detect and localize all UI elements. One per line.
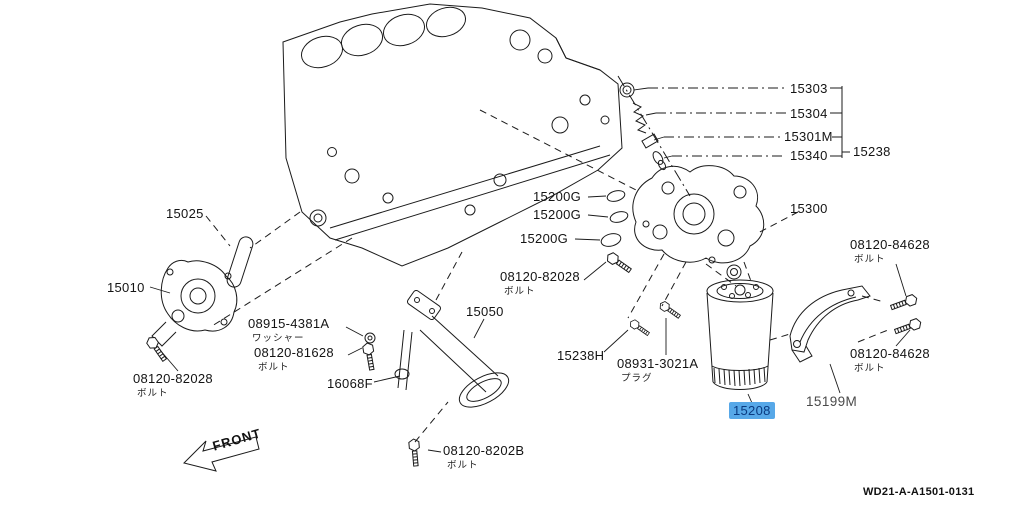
drawing-number-text: WD21-A-A1501-0131	[863, 486, 975, 498]
relief-valve-stack-drawing	[617, 75, 691, 197]
selected-part-highlight: 15208	[729, 402, 775, 419]
part-number: 15238H	[557, 348, 605, 363]
part-label-08120-82028-left[interactable]: 08120-82028 ボルト	[133, 371, 213, 399]
part-number: 15200G	[533, 189, 582, 204]
part-caption-washer: ワッシャー	[252, 332, 305, 344]
part-label-15238[interactable]: 15238	[853, 144, 891, 161]
part-number: 15200G	[533, 207, 582, 222]
part-label-15208-selected[interactable]: 15208	[729, 402, 775, 420]
bolt-icon	[889, 293, 919, 313]
part-number: 15200G	[520, 231, 569, 246]
part-number: 15304	[790, 106, 828, 121]
engine-block-drawing	[282, 3, 623, 267]
part-label-15304[interactable]: 15304	[790, 106, 828, 123]
part-caption-bolt: ボルト	[854, 362, 886, 374]
oil-strainer-drawing	[394, 289, 510, 408]
part-label-15050[interactable]: 15050	[466, 304, 504, 321]
drawing-number: WD21-A-A1501-0131	[863, 486, 975, 499]
part-number: 15301M	[784, 129, 833, 144]
part-number: 15303	[790, 81, 828, 96]
part-number: 15340	[790, 148, 828, 163]
part-label-15303[interactable]: 15303	[790, 81, 828, 98]
bolt-icon	[408, 438, 422, 467]
part-label-15200G-3[interactable]: 15200G	[520, 231, 568, 248]
part-label-08931-3021A[interactable]: 08931-3021A プラグ	[617, 356, 698, 384]
part-number: 16068F	[327, 376, 373, 391]
part-label-15340[interactable]: 15340	[790, 148, 828, 165]
part-label-15300[interactable]: 15300	[790, 201, 828, 218]
part-number: 08931-3021A	[617, 356, 699, 371]
bolt-icon	[893, 317, 923, 337]
part-number: 15300	[790, 201, 828, 216]
part-number: 08120-84628	[850, 346, 930, 361]
part-label-15200G-1[interactable]: 15200G	[533, 189, 581, 206]
part-number: 15025	[166, 206, 204, 221]
part-number: 08120-84628	[850, 237, 930, 252]
plug-icon	[657, 299, 683, 321]
o-rings-drawing	[600, 190, 629, 247]
oil-pump-drawing	[151, 259, 238, 347]
part-label-08120-84628-bottom[interactable]: 08120-84628 ボルト	[850, 346, 930, 374]
part-label-15200G-2[interactable]: 15200G	[533, 207, 581, 224]
oil-filter-drawing	[706, 279, 774, 390]
leader-lines	[149, 87, 911, 453]
part-label-08120-84628-top[interactable]: 08120-84628 ボルト	[850, 237, 930, 265]
part-label-15199M[interactable]: 15199M	[806, 394, 857, 411]
part-label-16068F[interactable]: 16068F	[327, 376, 373, 393]
part-number: 15199M	[806, 394, 858, 409]
part-number: 08120-81628	[254, 345, 334, 360]
washer-icon-drawing	[364, 332, 376, 344]
part-caption-bolt: ボルト	[854, 253, 886, 265]
gasket-drawing	[226, 236, 254, 288]
bolt-icon	[604, 250, 634, 276]
part-caption-plug: プラグ	[621, 372, 653, 384]
assembly-axis-lines	[205, 109, 889, 443]
sensor-icon	[628, 318, 652, 338]
part-caption-bolt: ボルト	[137, 387, 169, 399]
part-label-15025[interactable]: 15025	[166, 206, 204, 223]
front-arrow-icon	[183, 436, 260, 472]
part-number: 08915-4381A	[248, 316, 330, 331]
bolt-icon	[361, 341, 378, 372]
oil-filter-housing-drawing	[632, 165, 765, 280]
part-label-08120-8202B[interactable]: 08120-8202B ボルト	[443, 443, 524, 471]
part-label-08120-81628[interactable]: 08120-81628 ボルト	[254, 345, 334, 373]
part-caption-bolt: ボルト	[258, 361, 290, 373]
part-number: 08120-8202B	[443, 443, 525, 458]
part-label-08120-82028-mid[interactable]: 08120-82028 ボルト	[500, 269, 580, 297]
filter-bracket-drawing	[789, 285, 871, 363]
part-number: 15238	[853, 144, 891, 159]
part-label-15010[interactable]: 15010	[107, 280, 145, 297]
part-label-15301M[interactable]: 15301M	[784, 129, 833, 146]
part-number: 08120-82028	[133, 371, 213, 386]
part-number: 15050	[466, 304, 504, 319]
stack-label-lines	[648, 86, 850, 158]
part-number: 15010	[107, 280, 145, 295]
part-label-08915-4381A[interactable]: 08915-4381A ワッシャー	[248, 316, 329, 344]
part-number: 08120-82028	[500, 269, 580, 284]
part-caption-bolt: ボルト	[504, 285, 536, 297]
bolt-icon	[144, 334, 170, 364]
part-label-15238H[interactable]: 15238H	[557, 348, 604, 365]
part-caption-bolt: ボルト	[447, 459, 479, 471]
